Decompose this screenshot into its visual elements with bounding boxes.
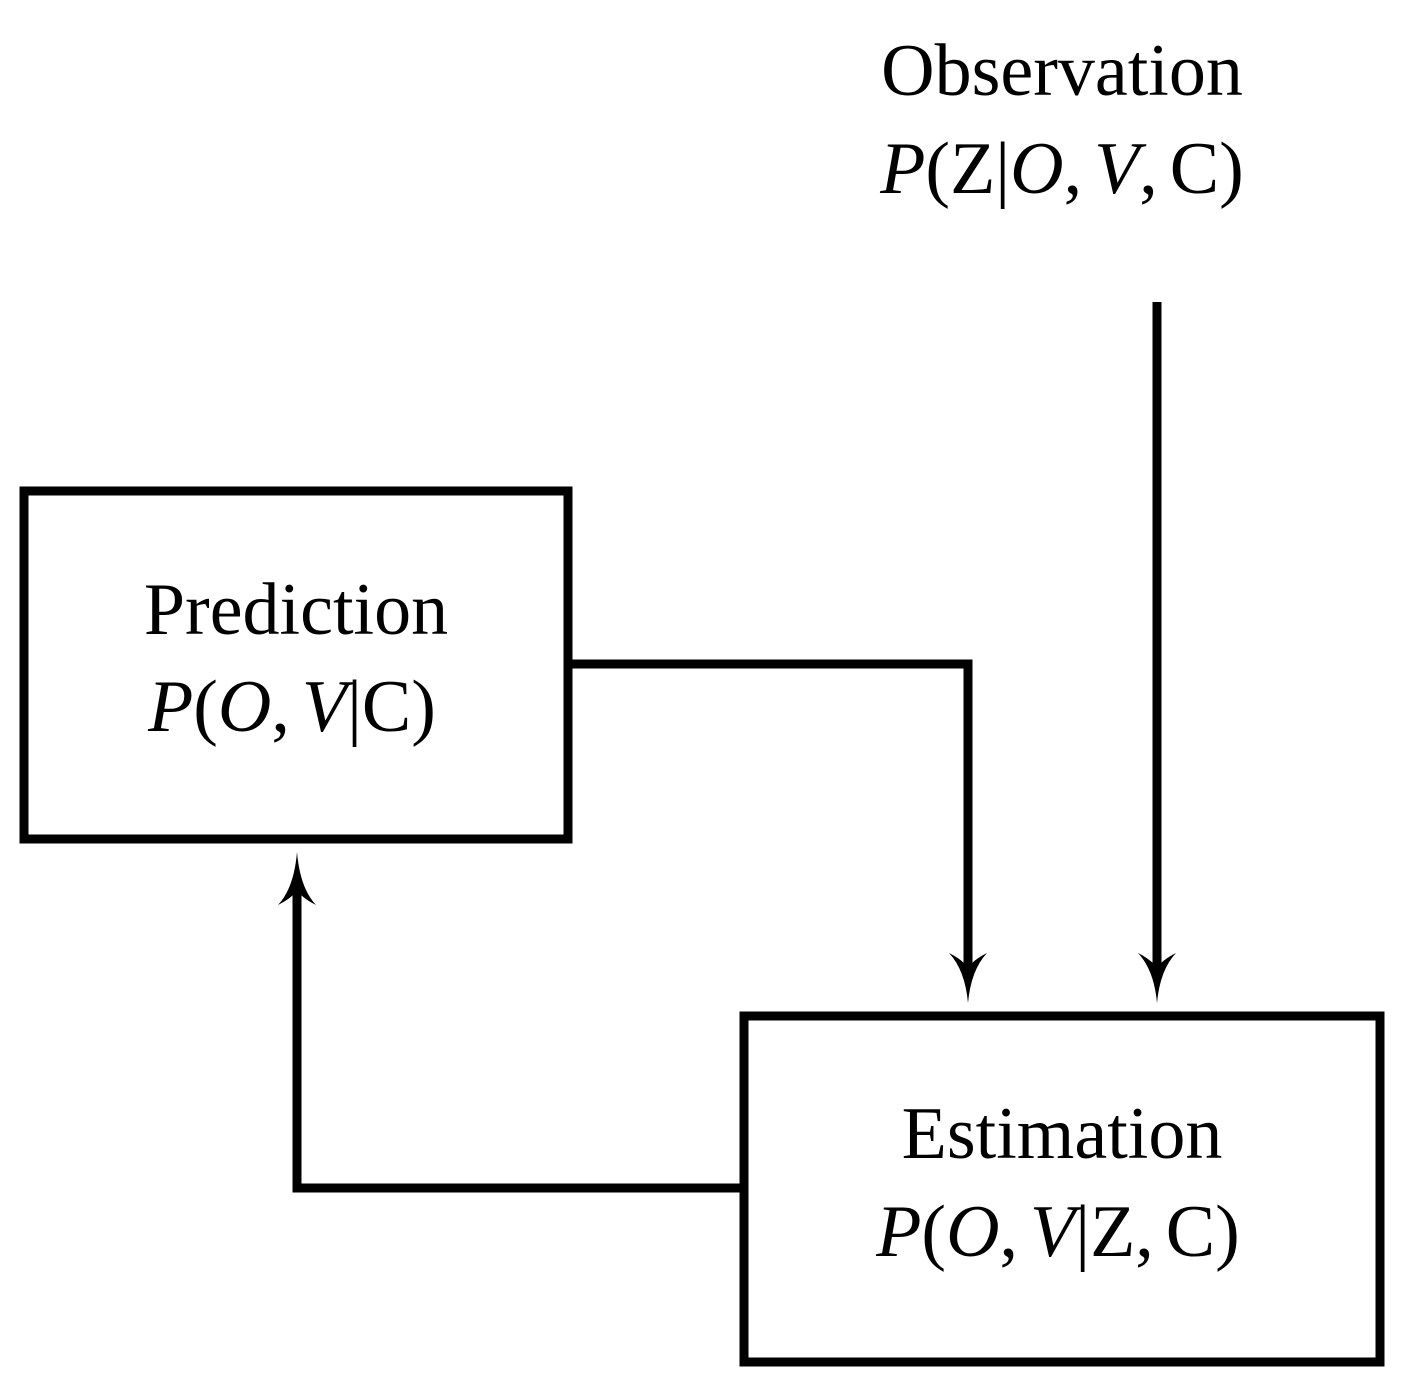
prediction-title: Prediction <box>144 569 448 651</box>
edge-prediction-to-estimation-line <box>568 659 973 975</box>
estimation-formula-open: ( <box>921 1191 946 1273</box>
edge-observation-to-estimation-arrowhead <box>1138 953 1176 1003</box>
observation-formula-arg-v: V <box>1094 128 1147 210</box>
estimation-formula-rhs-z: Z <box>1090 1191 1135 1273</box>
estimation-formula-bar: | <box>1075 1191 1090 1273</box>
observation-node: Observation P(Z|O,V,C) <box>879 30 1244 210</box>
estimation-formula-comma-1: , <box>1000 1191 1019 1273</box>
estimation-formula-lhs-v: V <box>1030 1191 1083 1273</box>
estimation-box <box>739 1011 1385 1367</box>
observation-formula-func: P <box>879 128 925 210</box>
prediction-formula-bar: | <box>347 666 362 748</box>
observation-formula-bar: | <box>995 128 1010 210</box>
observation-formula-z: Z <box>950 128 995 210</box>
estimation-formula-rhs-c: C <box>1166 1191 1215 1273</box>
observation-title: Observation <box>881 30 1243 112</box>
estimation-node: Estimation P(O,V|Z,C) <box>739 1011 1385 1367</box>
observation-formula-arg-o: O <box>1010 128 1063 210</box>
edge-estimation-to-prediction-arrowhead <box>278 852 316 905</box>
estimation-formula: P(O,V|Z,C) <box>875 1191 1240 1273</box>
edge-prediction-to-estimation-arrowhead <box>949 953 987 1003</box>
prediction-formula: P(O,V|C) <box>147 666 436 748</box>
observation-formula-open: ( <box>925 128 950 210</box>
edge-estimation-to-prediction-line <box>292 880 744 1193</box>
prediction-formula-lhs-v: V <box>302 666 355 748</box>
edge-observation-to-estimation <box>1138 302 1176 1003</box>
prediction-formula-func: P <box>147 666 193 748</box>
edge-prediction-to-estimation <box>568 659 987 1003</box>
observation-formula-comma-2: , <box>1139 128 1158 210</box>
prediction-formula-rhs-c: C <box>362 666 411 748</box>
prediction-formula-open: ( <box>193 666 218 748</box>
estimation-formula-lhs-o: O <box>946 1191 999 1273</box>
edge-estimation-to-prediction <box>278 852 744 1193</box>
estimation-formula-func: P <box>875 1191 921 1273</box>
prediction-node: Prediction P(O,V|C) <box>19 486 573 844</box>
prediction-formula-lhs-o: O <box>218 666 271 748</box>
prediction-box <box>19 486 573 844</box>
prediction-formula-comma: , <box>271 666 290 748</box>
prediction-formula-close: ) <box>411 666 436 748</box>
estimation-title: Estimation <box>902 1093 1223 1175</box>
estimation-formula-comma-2: , <box>1135 1191 1154 1273</box>
observation-formula-comma-1: , <box>1064 128 1083 210</box>
observation-formula: P(Z|O,V,C) <box>879 128 1244 210</box>
observation-formula-close: ) <box>1219 128 1244 210</box>
estimation-formula-close: ) <box>1215 1191 1240 1273</box>
observation-formula-arg-c: C <box>1170 128 1219 210</box>
